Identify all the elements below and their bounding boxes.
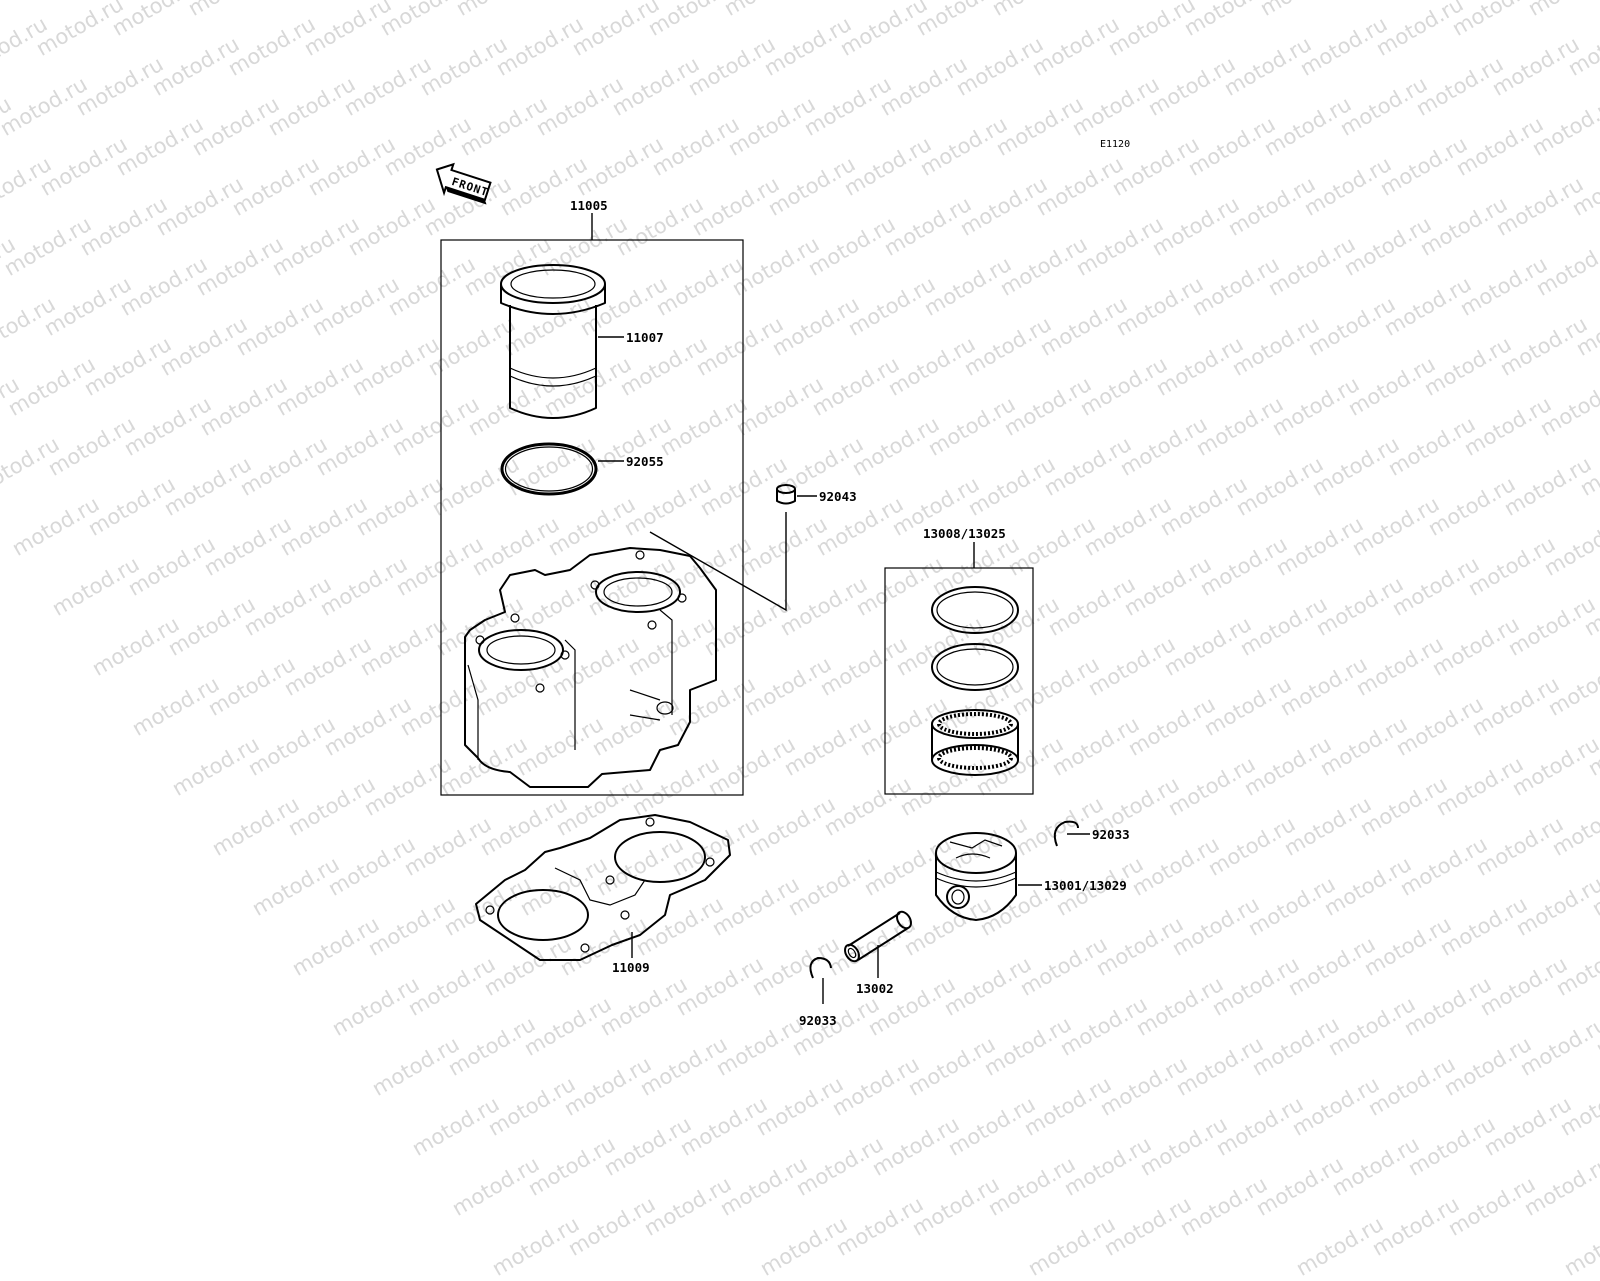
label-92055: 92055: [626, 454, 664, 469]
o-ring: [500, 442, 598, 496]
label-11005: 11005: [570, 198, 608, 213]
oil-ring-set: [931, 709, 1019, 776]
watermark-text: motod.ru: [756, 1211, 852, 1281]
dowel-pin: [776, 484, 796, 505]
watermark-text: motod.ru: [1024, 1211, 1120, 1281]
cylinder-block: [464, 547, 717, 788]
front-arrow-icon: FRONT: [435, 162, 492, 205]
label-13001-13029: 13001/13029: [1044, 878, 1127, 893]
watermark-text: motod.ru: [832, 1191, 928, 1261]
diagram-code: E1120: [1100, 139, 1130, 150]
circlip-right: [1053, 820, 1079, 847]
circlip-left: [809, 957, 832, 979]
watermark-text: motod.ru: [564, 1191, 660, 1261]
label-11009: 11009: [612, 960, 650, 975]
watermark-text: motod.ru: [1368, 1191, 1464, 1261]
label-13002: 13002: [856, 981, 894, 996]
label-92033-left: 92033: [799, 1013, 837, 1028]
label-11007: 11007: [626, 330, 664, 345]
cylinder-liner: [500, 264, 606, 419]
watermark-text: motod.ru: [1560, 1211, 1600, 1281]
watermark-text: motod.ru: [1292, 1211, 1388, 1281]
watermark-text: motod.ru: [1100, 1191, 1196, 1261]
cylinder-assy-box: [440, 239, 744, 796]
piston-ring-second: [931, 643, 1019, 691]
cylinder-gasket: [475, 814, 731, 961]
label-92043: 92043: [819, 489, 857, 504]
watermark-text: motod.ru: [488, 1211, 584, 1281]
piston: [935, 832, 1017, 921]
piston-pin: [844, 910, 912, 963]
leader-92043-to-block: [649, 512, 787, 612]
diagram-canvas: E1120 FRONT 11005 11007 92055: [435, 139, 1130, 1028]
piston-ring-box: [884, 567, 1034, 795]
label-92033-right: 92033: [1092, 827, 1130, 842]
label-13008-13025: 13008/13025: [923, 526, 1006, 541]
piston-ring-top: [931, 586, 1019, 634]
